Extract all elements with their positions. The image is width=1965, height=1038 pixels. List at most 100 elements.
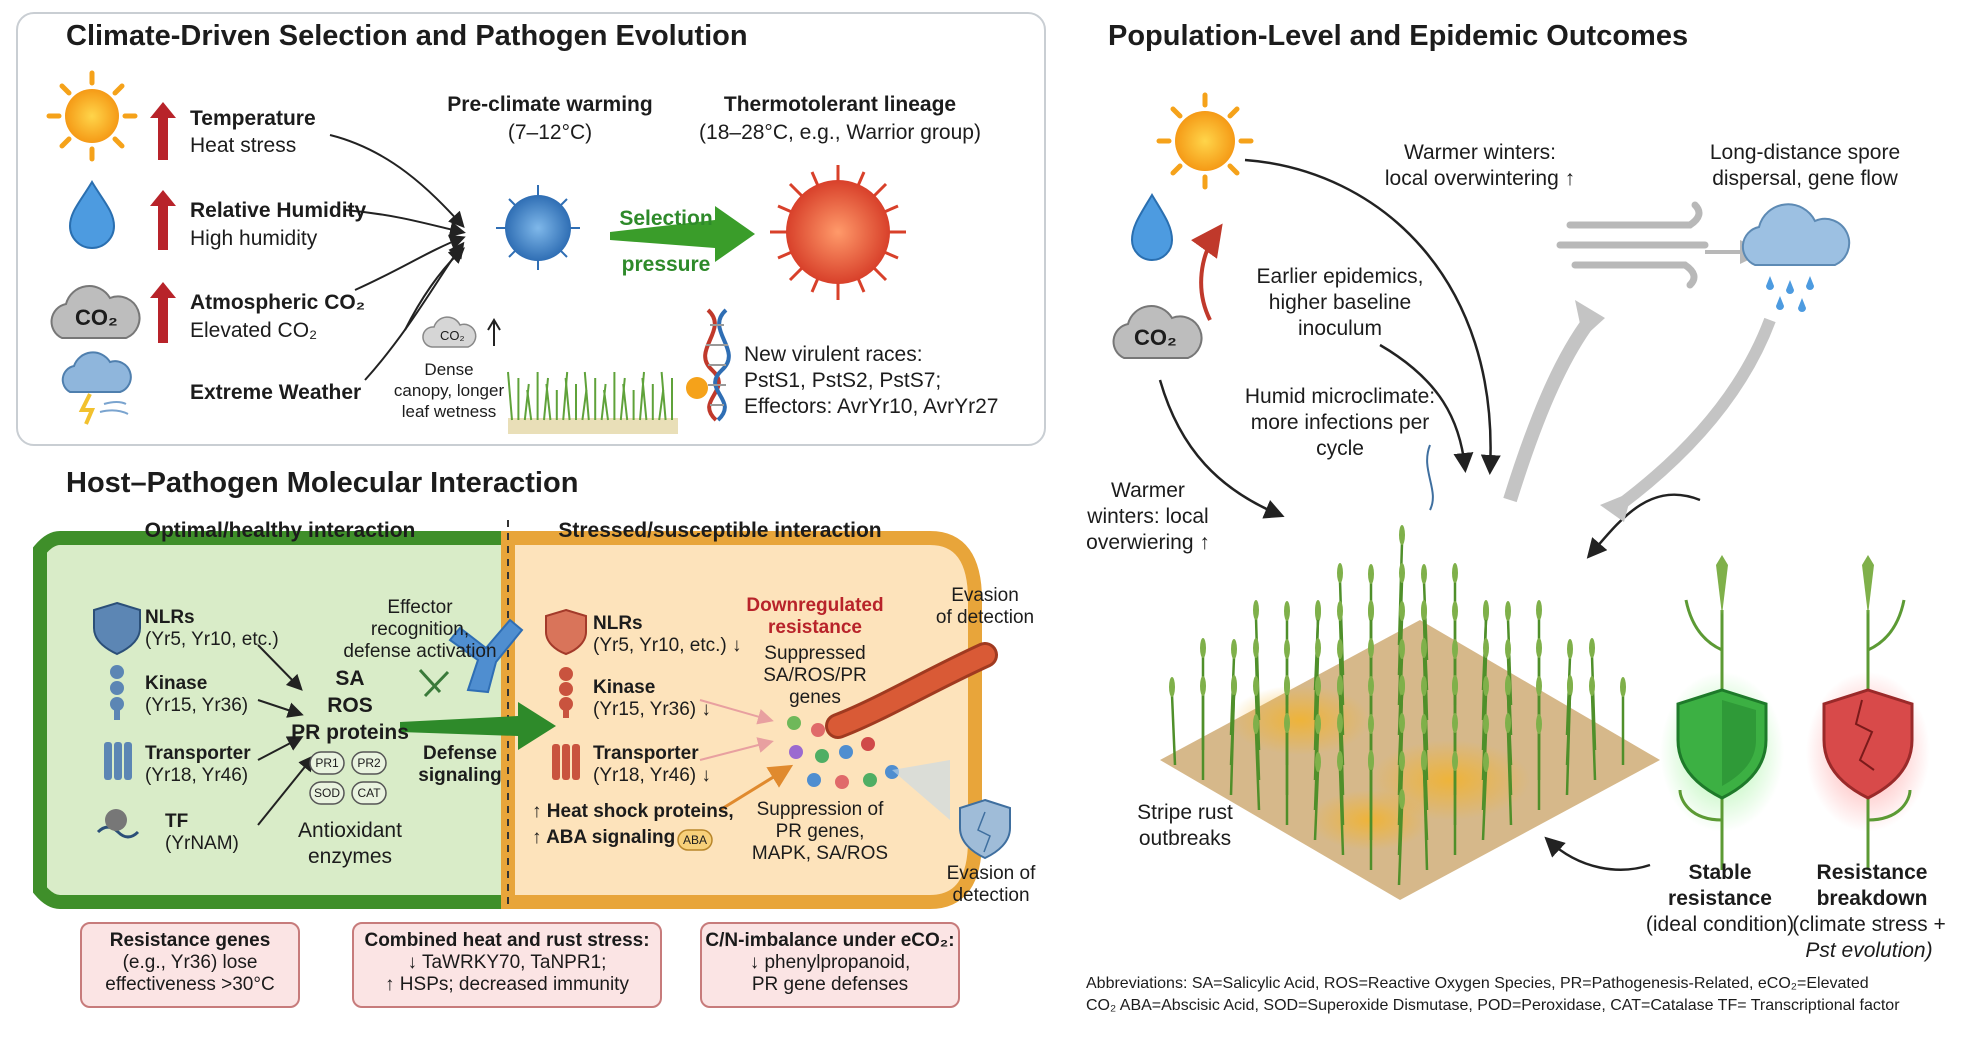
stable-resistance-plant <box>1660 555 1784 870</box>
breakdown-title-1: Resistance <box>1816 861 1928 884</box>
stressed-transporter-name: Transporter <box>593 743 699 764</box>
wind-icon <box>1556 201 1709 289</box>
downregulated-line-1: Downregulated <box>746 595 884 616</box>
aba-badge <box>677 829 713 851</box>
rain-cloud-icon <box>1741 203 1851 312</box>
pre-warming-title: Pre-climate warming <box>447 93 653 116</box>
enzyme-sod: SOD <box>313 786 340 800</box>
panel-a-title: Climate-Driven Selection and Pathogen Ev… <box>66 20 748 52</box>
sun-icon-c <box>1156 92 1254 190</box>
canopy-line-1: Dense <box>424 360 474 379</box>
box-3-title: C/N-imbalance under eCO₂: <box>705 930 955 951</box>
healthy-nlr-sub: (Yr5, Yr10, etc.) <box>145 629 279 650</box>
panel-c-title: Population-Level and Epidemic Outcomes <box>1108 20 1689 52</box>
stressed-kinase-name: Kinase <box>593 677 656 698</box>
evasion-top-line-2: of detection <box>935 607 1035 628</box>
nlr-shield-icon <box>93 601 141 656</box>
healthy-transporter-name: Transporter <box>145 743 251 764</box>
factor-name-co2: Atmospheric CO₂ <box>190 291 366 314</box>
warmer-top-line-2: local overwintering ↑ <box>1384 167 1576 190</box>
transporter-red-icon <box>552 744 580 780</box>
defense-signaling-arrow <box>400 702 556 750</box>
tf-dna-icon <box>96 809 140 839</box>
suppressed-line-3: genes <box>789 687 841 708</box>
signal-pr-proteins: PR proteins <box>291 721 409 744</box>
resistance-genes-box: Resistance genes (e.g., Yr36) lose effec… <box>80 922 300 1008</box>
co2-small-cloud-icon <box>422 316 477 348</box>
resistance-breakdown-plant <box>1806 555 1930 870</box>
earlier-line-1: Earlier epidemics, <box>1256 265 1424 288</box>
factor-desc-co2: Elevated CO₂ <box>190 319 318 342</box>
races-line-1: New virulent races: <box>744 343 923 366</box>
signal-ros: ROS <box>327 694 373 717</box>
nlr-shield-red-icon <box>545 608 587 656</box>
box-2-line-1: ↓ TaWRKY70, TaNPR1; <box>407 952 607 973</box>
kinase-red-icon <box>559 667 573 718</box>
enzyme-pr2: PR2 <box>357 756 381 770</box>
cracked-shield-small-icon <box>959 798 1011 860</box>
increase-arrows <box>150 102 176 343</box>
antioxidant-line-1: Antioxidant <box>298 819 402 842</box>
heat-shock-label: ↑ Heat shock proteins, <box>532 801 734 822</box>
warmer-left-line-1: Warmer <box>1111 479 1185 502</box>
suppressed-line-1: Suppressed <box>764 643 866 664</box>
receptor-icon <box>448 618 524 694</box>
stripe-rust-line-2: outbreaks <box>1138 827 1232 850</box>
co2-icon-label-c: CO₂ <box>1134 325 1177 350</box>
evasion-bottom-line-2: detection <box>952 885 1030 906</box>
combined-stress-box: Combined heat and rust stress: ↓ TaWRKY7… <box>352 922 662 1008</box>
box-2-title: Combined heat and rust stress: <box>364 930 650 951</box>
pathogen-spore-icon <box>496 185 580 270</box>
breakdown-title-2: breakdown <box>1816 887 1928 910</box>
canopy-line-2: canopy, longer <box>393 381 505 400</box>
effector-line-1: Effector <box>387 597 453 618</box>
spore-line-2: dispersal, gene flow <box>1712 167 1898 190</box>
wheat-canopy-icon <box>507 371 678 434</box>
selection-arrow <box>610 206 755 262</box>
stressed-nlr-name: NLRs <box>593 613 643 634</box>
box-3-line-1: ↓ phenylpropanoid, <box>749 952 911 973</box>
water-drop-icon-c <box>1130 193 1174 261</box>
transporter-icon <box>104 742 132 780</box>
panel-b-title: Host–Pathogen Molecular Interaction <box>66 467 579 499</box>
box-1-line-1: (e.g., Yr36) lose <box>122 952 258 973</box>
healthy-kinase-name: Kinase <box>145 673 208 694</box>
aba-badge-text: ABA <box>682 833 707 847</box>
healthy-tf-name: TF <box>165 811 189 832</box>
factor-name-humidity: Relative Humidity <box>190 199 367 222</box>
stressed-transporter-sub: (Yr18, Yr46) ↓ <box>593 765 711 786</box>
kinase-icon <box>110 665 124 720</box>
effector-line-3: defense activation <box>343 641 497 662</box>
earlier-line-3: inoculum <box>1297 317 1383 340</box>
water-drop-icon <box>68 180 116 249</box>
stable-sub: (ideal condition) <box>1645 913 1795 936</box>
evasion-top-line-1: Evasion <box>951 585 1019 606</box>
co2-icon-label: CO₂ <box>75 305 118 330</box>
optimal-title: Optimal/healthy interaction <box>144 519 416 542</box>
downregulated-line-2: resistance <box>767 617 862 638</box>
healthy-cell <box>33 531 515 909</box>
box-1-line-2: effectiveness >30°C <box>105 974 275 995</box>
sun-icon <box>46 70 138 162</box>
breakdown-sub-2: Pst evolution) <box>1805 939 1933 962</box>
effector-line-2: recognition, <box>370 619 470 640</box>
warmer-top-line-1: Warmer winters: <box>1403 141 1557 164</box>
suppression-line-3: MAPK, SA/ROS <box>751 843 889 864</box>
enzyme-cat: CAT <box>357 786 381 800</box>
enzyme-pr1: PR1 <box>315 756 339 770</box>
races-line-2: PstS1, PstS2, PstS7; <box>744 369 942 392</box>
stressed-title: Stressed/susceptible interaction <box>558 519 882 542</box>
healthy-nlr-name: NLRs <box>145 607 195 628</box>
suppressed-line-2: SA/ROS/PR <box>763 665 867 686</box>
suppression-line-1: Suppression of <box>756 799 884 820</box>
healthy-kinase-sub: (Yr15, Yr36) <box>145 695 249 716</box>
signal-molecules <box>787 716 899 789</box>
abbreviations-line-2: CO₂ ABA=Abscisic Acid, SOD=Superoxide Di… <box>1086 997 1900 1014</box>
factor-name-temperature: Temperature <box>190 107 316 130</box>
stripe-rust-line-1: Stripe rust <box>1137 801 1233 824</box>
selection-label: Selection <box>619 207 713 230</box>
spore-line-1: Long-distance spore <box>1709 141 1901 164</box>
humid-line-3: cycle <box>1316 437 1364 460</box>
humid-line-1: Humid microclimate: <box>1244 385 1436 408</box>
canopy-line-3: leaf wetness <box>401 402 497 421</box>
